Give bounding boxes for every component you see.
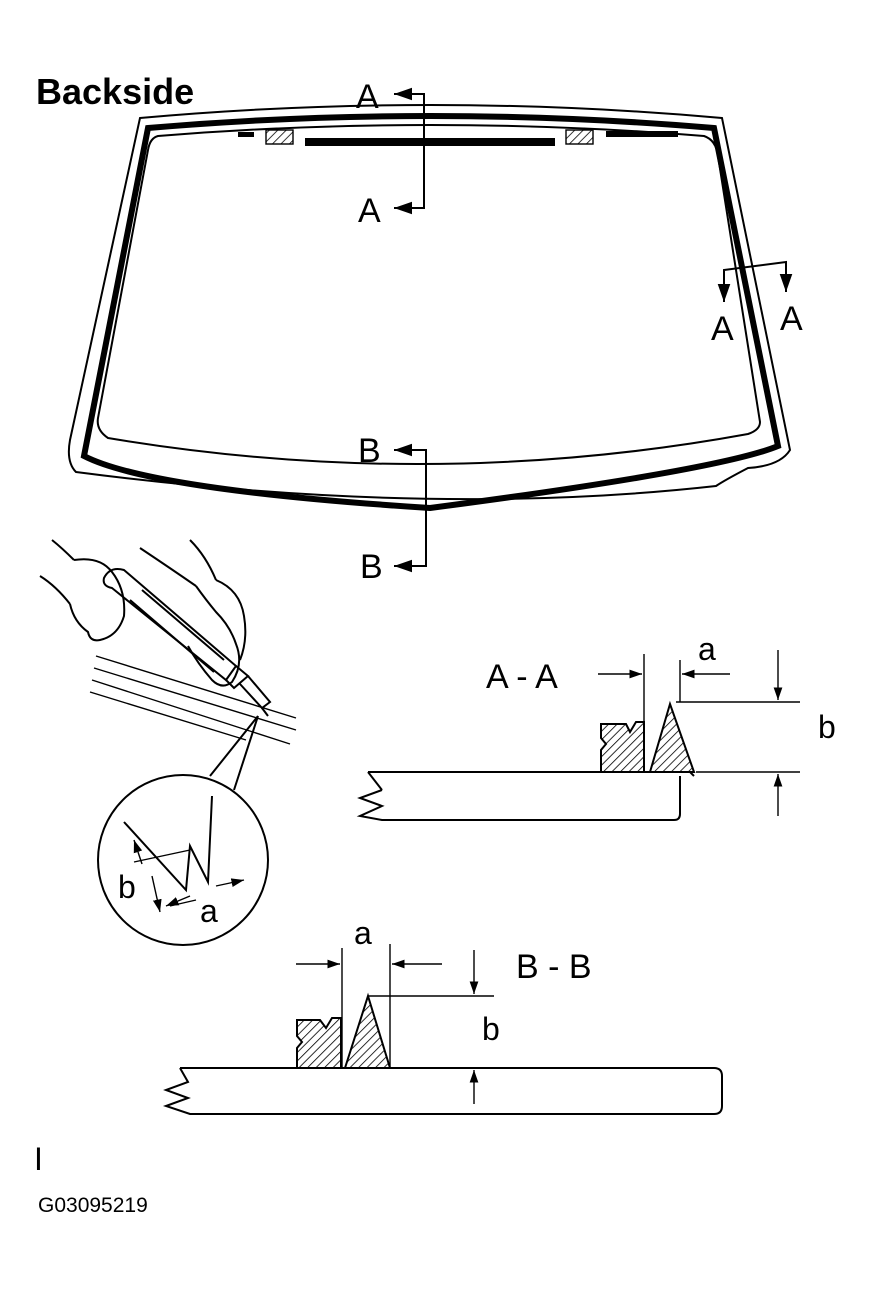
bubble-label-b: b <box>118 869 136 905</box>
section-a-label-top-1: A <box>356 78 379 116</box>
section-bb-dim-a: a <box>354 915 372 951</box>
section-aa-title: A - A <box>486 658 558 696</box>
right-hand <box>187 579 247 687</box>
figure-code: G03095219 <box>38 1194 148 1217</box>
section-a-label-side-2: A <box>780 300 803 338</box>
title: Backside <box>36 71 194 112</box>
left-sleeve <box>39 539 75 605</box>
detail-callout-pointer <box>209 715 259 791</box>
section-aa-dim-b: b <box>818 709 836 745</box>
right-sleeve <box>139 539 217 587</box>
section-a-label-side-1: A <box>711 310 734 348</box>
footer-marker: I <box>34 1141 43 1177</box>
windshield-outer-edge <box>67 104 792 501</box>
section-aa-dim-a: a <box>698 631 716 667</box>
section-bb-dam <box>296 1017 342 1069</box>
section-bb-dim-b: b <box>482 1011 500 1047</box>
section-a-marker-top: A A <box>356 78 425 230</box>
section-b-marker: B B <box>358 432 427 586</box>
bubble-label-a: a <box>200 893 218 929</box>
section-bb-drawing: B - B a b <box>162 915 723 1115</box>
section-bb-bead <box>343 992 392 1069</box>
section-aa-dam <box>600 721 645 773</box>
section-aa-body-panel <box>356 771 695 821</box>
section-aa-drawing: A - A a b <box>356 631 836 821</box>
sealant-gun <box>102 568 272 717</box>
section-aa-bead <box>648 700 696 773</box>
top-spacer-strip <box>238 129 678 146</box>
section-a-marker-side: A A <box>711 260 803 348</box>
section-b-label-2: B <box>360 548 383 586</box>
section-bb-body-panel <box>162 1067 723 1115</box>
left-hand <box>69 558 126 642</box>
detail-bubble: b a <box>97 774 269 946</box>
glass-edge-lines <box>89 655 297 745</box>
section-a-label-top-2: A <box>358 192 381 230</box>
section-b-label-1: B <box>358 432 381 470</box>
sealant-application-illustration: b a <box>39 539 297 946</box>
section-bb-title: B - B <box>516 948 592 986</box>
windshield-inner-glass <box>96 124 762 465</box>
windshield-molding <box>80 113 782 512</box>
windshield: A A A A B B <box>67 78 803 586</box>
